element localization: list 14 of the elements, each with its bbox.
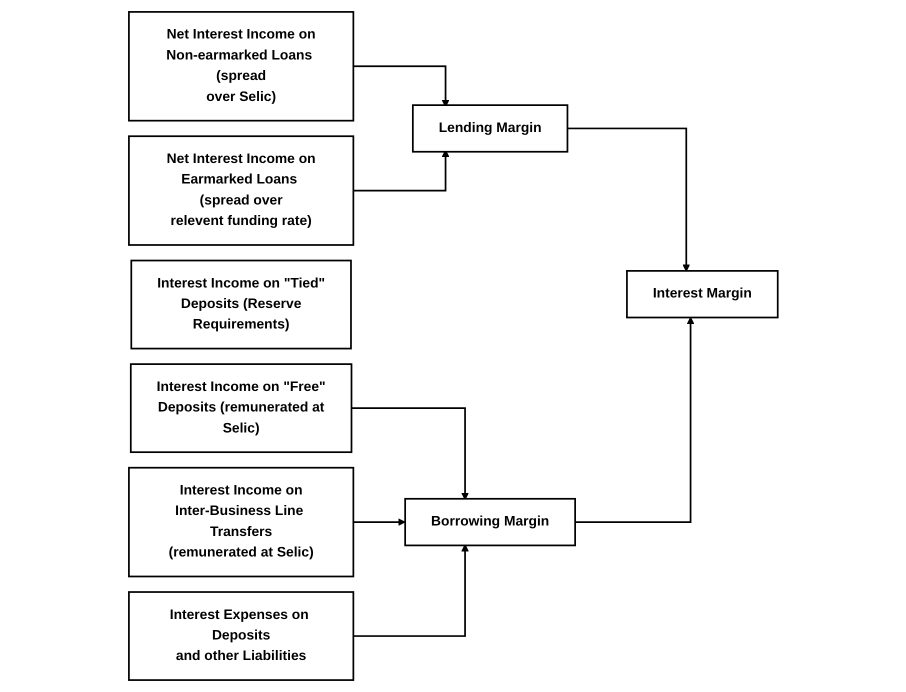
arrow (567, 128, 690, 272)
node-box: Interest Expenses on Deposits and other Liabilities (128, 591, 354, 681)
node-box: Net Interest Income on Earmarked Loans (spread over relevent funding rate) (128, 135, 354, 246)
node-box: Interest Income on "Free" Deposits (remunerated at Selic) (130, 363, 352, 454)
node-box: Interest Income on "Tied" Deposits (Reserve Requirements) (130, 260, 352, 350)
node-box: Interest Income on Inter-Business Line Transfers (remunerated at Selic) (128, 466, 354, 578)
arrow (353, 518, 406, 526)
arrow (353, 544, 469, 637)
node-box: Net Interest Income on Non-earmarked Loans (spread over Selic) (128, 11, 354, 122)
node-box: Lending Margin (412, 104, 568, 153)
arrow (574, 316, 694, 523)
node-box: Interest Margin (626, 270, 778, 318)
arrow (351, 407, 469, 500)
node-box: Borrowing Margin (404, 498, 576, 546)
